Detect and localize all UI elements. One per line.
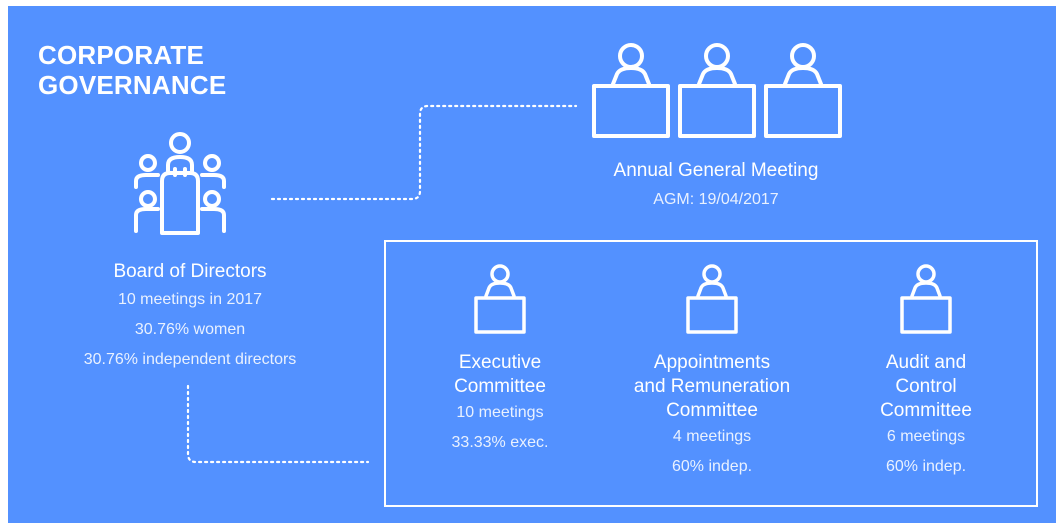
committee-audit-control: Audit and Control Committee 6 meetings 6… — [826, 260, 1026, 479]
committee-detail-meetings: 10 meetings — [456, 404, 544, 421]
committee-name-line: Committee — [454, 376, 546, 397]
board-detail-independent: 30.76% independent directors — [83, 351, 297, 368]
page-title: CORPORATE GOVERNANCE — [38, 40, 226, 100]
board-detail-meetings: 10 meetings in 2017 — [117, 291, 263, 308]
agm-name: Annual General Meeting — [613, 160, 819, 181]
committee-member-icon — [686, 264, 738, 334]
committee-executive: Executive Committee 10 meetings 33.33% e… — [400, 260, 600, 455]
committee-detail-ratio: 33.33% exec. — [451, 434, 549, 451]
committee-detail-meetings: 4 meetings — [672, 428, 752, 445]
agm-seat-1 — [592, 43, 670, 138]
committee-member-icon — [900, 264, 952, 334]
committee-detail-ratio: 60% indep. — [885, 458, 967, 475]
committee-name-line: Appointments — [653, 352, 771, 373]
committee-member-icon — [474, 264, 526, 334]
governance-diagram: CORPORATE GOVERNANCE Board of Directors … — [8, 6, 1056, 523]
title-line-2: GOVERNANCE — [38, 70, 227, 100]
committee-name-line: Committee — [880, 400, 972, 421]
committees-panel — [384, 240, 1038, 507]
connector-board-to-committees — [186, 384, 370, 464]
committee-detail-meetings: 6 meetings — [886, 428, 966, 445]
committee-name-line: Control — [895, 376, 957, 397]
title-line-1: CORPORATE — [38, 40, 204, 70]
agm-seat-2 — [678, 43, 756, 138]
committee-detail-ratio: 60% indep. — [671, 458, 753, 475]
committee-name-line: Executive — [458, 352, 542, 373]
connector-lines — [186, 104, 578, 464]
committee-name-line: Audit and — [885, 352, 967, 373]
agm-seat-3 — [764, 43, 842, 138]
board-detail-women: 30.76% women — [134, 321, 246, 338]
board-name: Board of Directors — [113, 261, 267, 282]
boardroom-table-icon — [134, 132, 226, 235]
committee-name-line: Committee — [666, 400, 758, 421]
agm-date: AGM: 19/04/2017 — [653, 191, 779, 208]
committee-appointments-remuneration: Appointments and Remuneration Committee … — [600, 260, 824, 479]
committee-name-line: and Remuneration — [633, 376, 791, 397]
assembly-desks-icon — [592, 43, 842, 138]
connector-board-to-agm — [270, 104, 578, 201]
